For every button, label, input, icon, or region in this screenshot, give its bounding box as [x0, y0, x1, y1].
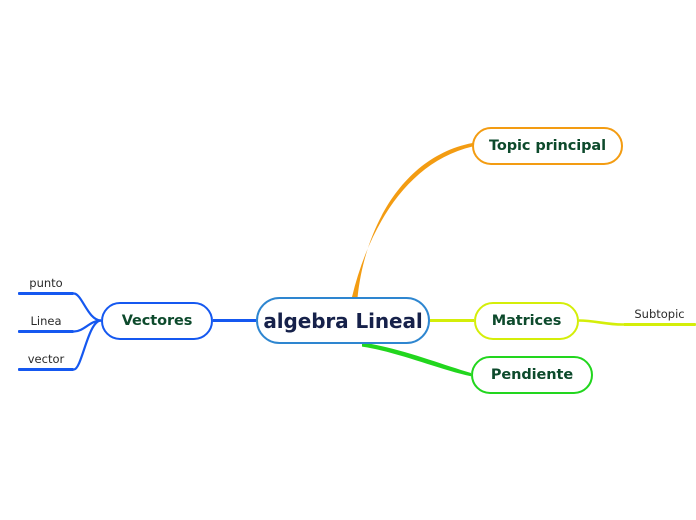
- leaf-vector[interactable]: vector: [18, 352, 74, 372]
- node-matrices[interactable]: Matrices: [474, 302, 579, 340]
- leaf-linea[interactable]: Linea: [18, 314, 74, 334]
- node-pendiente[interactable]: Pendiente: [471, 356, 593, 394]
- leaf-label: vector: [27, 352, 65, 366]
- leaf-punto[interactable]: punto: [18, 276, 74, 296]
- node-vectores[interactable]: Vectores: [101, 302, 213, 340]
- leaf-underline: [18, 368, 74, 372]
- node-label: Pendiente: [490, 367, 574, 383]
- connector-center-topic-principal: [352, 143, 473, 297]
- leaf-underline: [18, 330, 74, 334]
- leaf-subtopic[interactable]: Subtopic: [623, 307, 696, 327]
- connector-vectores-linea: [73, 319, 102, 333]
- leaf-underline: [18, 292, 74, 296]
- node-label: Topic principal: [489, 138, 606, 154]
- node-label: Vectores: [121, 313, 193, 329]
- leaf-underline: [623, 323, 696, 327]
- node-label: Matrices: [491, 313, 562, 329]
- leaf-label: punto: [29, 276, 63, 290]
- node-label: algebra Lineal: [263, 308, 423, 333]
- leaf-label: Subtopic: [634, 307, 685, 321]
- connector-center-pendiente: [362, 342, 471, 377]
- leaf-label: Linea: [30, 314, 62, 328]
- connector-vectores-punto: [73, 292, 102, 322]
- node-topic-principal[interactable]: Topic principal: [472, 127, 623, 165]
- connector-matrices-subtopic: [578, 319, 624, 326]
- connector-vectores-vector: [73, 319, 102, 371]
- node-algebra-lineal[interactable]: algebra Lineal: [256, 297, 430, 344]
